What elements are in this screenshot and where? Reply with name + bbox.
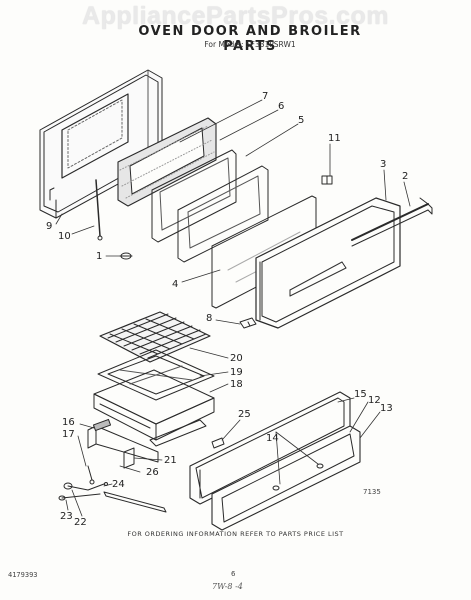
callout-13: 13 xyxy=(380,403,393,414)
callout-22: 22 xyxy=(74,517,87,528)
callout-3: 3 xyxy=(380,159,387,170)
callout-18: 18 xyxy=(230,379,243,390)
callout-15: 15 xyxy=(354,389,367,400)
callout-6: 6 xyxy=(278,101,285,112)
inner-door-liner xyxy=(255,197,401,329)
callout-14: 14 xyxy=(266,433,279,444)
page-number: 6 xyxy=(231,570,236,578)
callout-24: 24 xyxy=(112,479,125,490)
broiler-insert xyxy=(97,349,215,401)
callout-8: 8 xyxy=(206,313,213,324)
callout-19: 19 xyxy=(230,367,243,378)
callout-23: 23 xyxy=(60,511,73,522)
outer-door-panel xyxy=(39,69,163,219)
document-number: 4179393 xyxy=(8,571,38,579)
callout-10: 10 xyxy=(58,231,71,242)
drawer-outer-panel xyxy=(211,425,361,531)
door-clip xyxy=(239,317,257,329)
hinge-bracket xyxy=(321,175,333,185)
broiler-pan xyxy=(93,369,215,441)
watermark: AppliancePartsPros.com xyxy=(82,2,389,30)
model-subtitle: For Model: SF331PSRW1 xyxy=(204,40,296,49)
callout-16: 16 xyxy=(62,417,75,428)
hinge-parts xyxy=(95,179,133,260)
door-gasket xyxy=(117,117,217,207)
door-handle xyxy=(351,197,433,247)
callout-26: 26 xyxy=(146,467,159,478)
callout-21: 21 xyxy=(164,455,177,466)
drawer-hardware xyxy=(58,418,167,513)
leader-lines xyxy=(55,99,411,517)
glass-retainer xyxy=(177,165,269,263)
callout-11: 11 xyxy=(328,133,341,144)
ordering-info-footer: FOR ORDERING INFORMATION REFER TO PARTS … xyxy=(127,530,344,538)
page-title: OVEN DOOR AND BROILER PARTS xyxy=(138,24,362,54)
figure-code: 7135 xyxy=(363,488,381,496)
broiler-drawer xyxy=(87,419,207,463)
callout-2: 2 xyxy=(402,171,409,182)
callout-1: 1 xyxy=(96,251,103,262)
callout-4: 4 xyxy=(172,279,179,290)
callout-12: 12 xyxy=(368,395,381,406)
callout-20: 20 xyxy=(230,353,243,364)
callout-9: 9 xyxy=(46,221,53,232)
callout-7: 7 xyxy=(262,91,269,102)
handwritten-note: 7W-8 -4 xyxy=(212,582,243,591)
broiler-grid xyxy=(99,311,211,363)
callout-5: 5 xyxy=(298,115,305,126)
callout-25: 25 xyxy=(238,409,251,420)
callout-17: 17 xyxy=(62,429,75,440)
drawer-clip xyxy=(211,437,225,449)
inner-glass-panel xyxy=(151,149,237,243)
